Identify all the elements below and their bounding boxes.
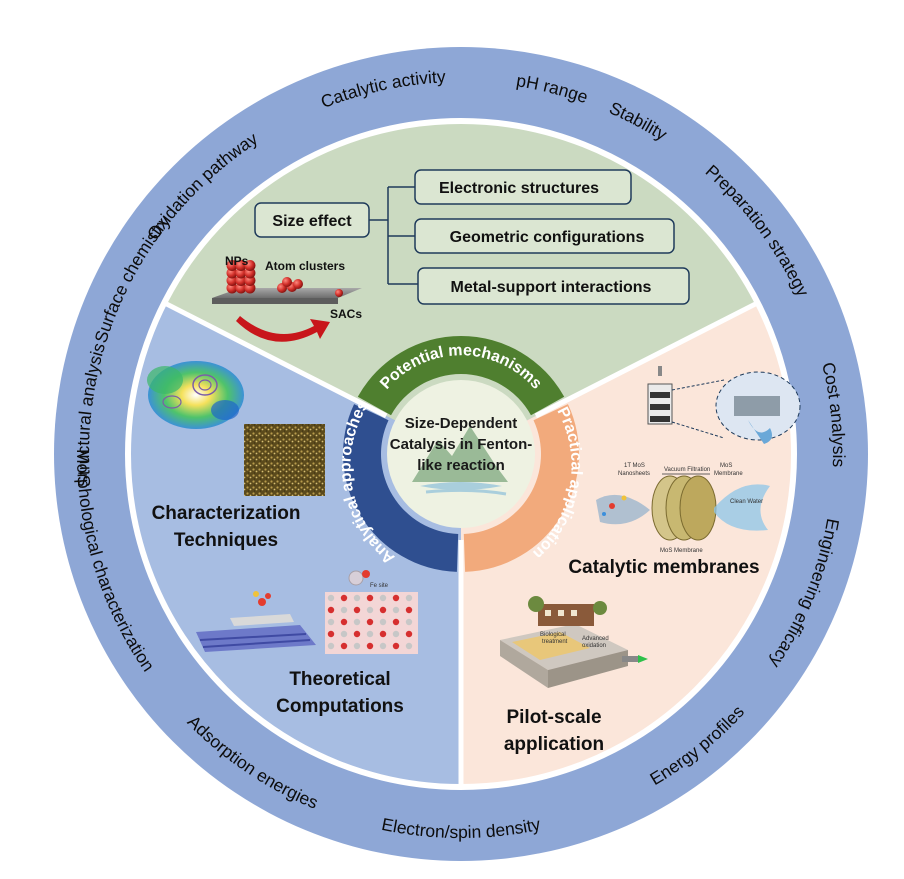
geometric-configurations-box <box>414 218 675 254</box>
advanced-label-line1: Advanced <box>582 636 609 642</box>
sector-divider-right <box>534 300 759 419</box>
analytical-panel: Characterization Techniques Fe site Theo… <box>147 361 418 717</box>
pilot-scale-title-line1: Pilot-scale <box>506 707 601 728</box>
pilot-scale-title-line2: application <box>504 734 604 755</box>
theoretical-title-line2: Computations <box>276 696 404 717</box>
membrane-label-line2: Membrane <box>714 471 743 477</box>
nanosheets-label-line1: 1T MoS <box>624 463 645 469</box>
membrane-process-image: 1T MoS Nanosheets Vacuum Filtration MoS … <box>596 463 770 554</box>
particle-illustration: NPs Atom clusters SACs <box>212 254 362 342</box>
sector-divider-left <box>163 300 388 419</box>
dft-model-right: Fe site <box>325 570 418 654</box>
size-effect-label: Size effect <box>272 213 352 230</box>
nps-label: NPs <box>225 254 249 268</box>
pilot-plant-image: Biological treatment Advanced oxidation <box>500 596 648 688</box>
inner-ring: Potential mechanisms Analytical approach… <box>337 335 585 572</box>
branch-connector <box>369 186 418 285</box>
curved-arrow-icon <box>236 316 330 342</box>
biological-label-line2: treatment <box>542 639 568 645</box>
center-title-line3: like reaction <box>417 457 505 474</box>
center-title-line1: Size-Dependent <box>405 415 518 432</box>
catalytic-membranes-title: Catalytic membranes <box>568 557 759 578</box>
characterization-title-line1: Characterization <box>152 503 301 524</box>
sacs-label: SACs <box>330 307 362 321</box>
filtration-label: Vacuum Filtration <box>664 467 710 473</box>
theoretical-title-line1: Theoretical <box>289 669 390 690</box>
electronic-structures-box <box>414 169 632 205</box>
practical-panel: 1T MoS Nanosheets Vacuum Filtration MoS … <box>500 366 801 755</box>
sac-atom <box>335 289 343 297</box>
mountain-icon <box>412 426 508 496</box>
analytical-arc <box>343 404 459 572</box>
contour-map-image <box>147 361 244 429</box>
advanced-label-line2: oxidation <box>582 643 606 649</box>
clean-water-label: Clean Water <box>730 499 763 505</box>
center-title-line2: Catalysis in Fenton- <box>390 436 533 453</box>
membrane-label-line1: MoS <box>720 463 732 469</box>
atom-clusters-label: Atom clusters <box>265 259 345 273</box>
microscopy-image <box>244 424 325 496</box>
metal-support-interactions-box <box>417 267 690 305</box>
biological-label-line1: Biological <box>540 632 566 638</box>
fe-site-label: Fe site <box>370 583 389 589</box>
dft-model-left <box>196 591 316 652</box>
electronic-structures-label: Electronic structures <box>439 180 599 197</box>
mechanisms-arc <box>357 335 565 416</box>
np-cluster <box>226 260 256 294</box>
characterization-title-line2: Techniques <box>174 530 278 551</box>
geometric-configurations-label: Geometric configurations <box>450 229 645 246</box>
membrane-reactor-image <box>647 366 801 444</box>
mos2-membrane-label: MoS Membrane <box>660 548 703 554</box>
center-hub: Size-Dependent Catalysis in Fenton- like… <box>387 380 535 528</box>
practical-arc <box>463 404 579 572</box>
metal-support-interactions-label: Metal-support interactions <box>451 279 652 296</box>
mechanisms-panel: Size effect Electronic structures Geomet… <box>212 169 690 342</box>
nanosheets-label-line2: Nanosheets <box>618 471 650 477</box>
